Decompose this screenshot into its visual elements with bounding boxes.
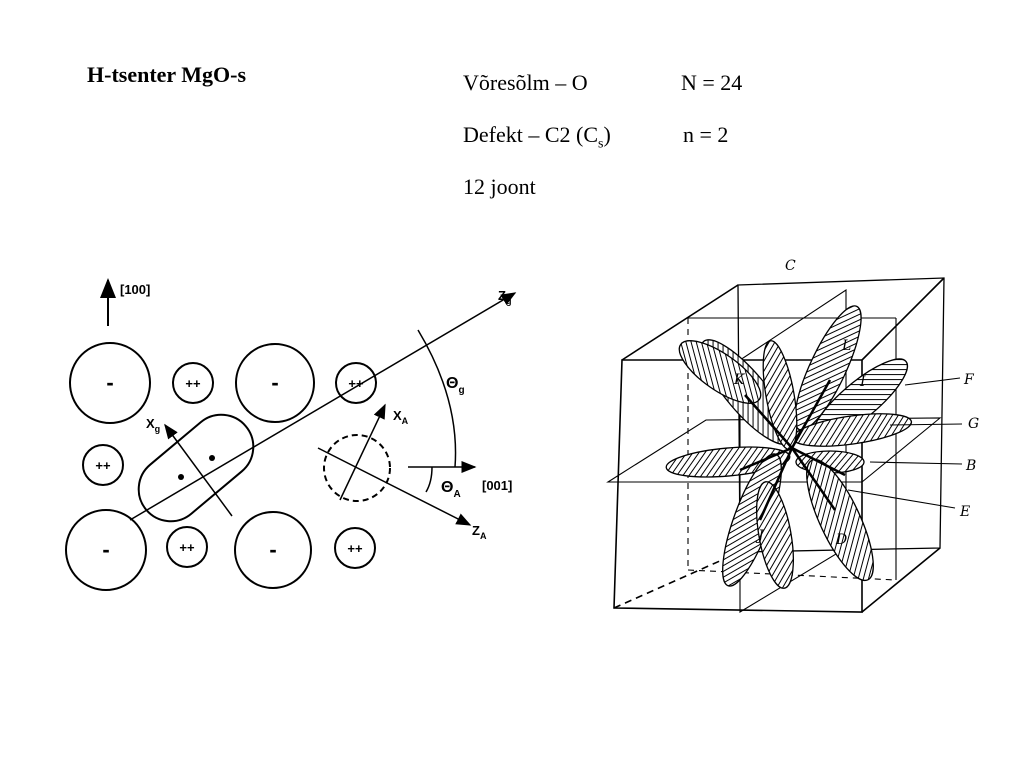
orbital-lobe: [678, 340, 762, 404]
lobe-label-c: C: [785, 258, 796, 274]
lattice-label: Võresõlm – O: [463, 70, 588, 95]
oxygen-ion: [65, 509, 147, 591]
magnesium-ion: [166, 526, 208, 568]
lobe-label-b: B: [965, 458, 976, 474]
lobe-label-e: E: [959, 504, 970, 520]
page-title: H-tsenter MgO-s: [87, 62, 247, 87]
lobe-label-l: L: [841, 338, 851, 354]
oxygen-ion: [235, 343, 315, 423]
plus-sign: ++: [179, 540, 195, 555]
vacancy-site: [323, 434, 391, 502]
oxygen-ion: [234, 511, 312, 589]
plus-sign: ++: [348, 376, 364, 391]
orbital-lobe: [794, 305, 862, 431]
plus-sign: ++: [347, 541, 363, 556]
bond-ray: [758, 447, 794, 521]
lines-count-line: 12 joont: [463, 174, 536, 200]
plus-sign: ++: [185, 376, 201, 391]
defect-line: Defekt – C2 (Cs) n = 2: [463, 122, 728, 152]
defect-subscript: s: [598, 136, 604, 152]
leader-line: [889, 423, 963, 426]
zg-label: Zg: [498, 288, 511, 306]
za-axis: [317, 447, 472, 526]
defect-count: n = 2: [683, 122, 729, 147]
za-label: ZA: [472, 523, 487, 541]
theta-g-arc: [417, 329, 457, 468]
lobe-label-g: G: [968, 416, 979, 432]
atom-dot: [178, 474, 184, 480]
direction-100-label: [100]: [120, 282, 150, 297]
leader-line: [847, 489, 956, 509]
leader-line: [904, 377, 961, 386]
lattice-line: Võresõlm – O N = 24: [463, 70, 742, 96]
bond-ray: [791, 446, 846, 477]
xg-axis: [164, 423, 233, 517]
xa-axis: [339, 403, 386, 501]
defect-label-end: ): [603, 122, 611, 147]
lobe-label-f: F: [963, 372, 975, 388]
plus-sign: ++: [95, 458, 111, 473]
lattice-count: N = 24: [681, 70, 743, 95]
lobe-label-k: K: [733, 372, 746, 388]
theta-a-label: ΘA: [441, 479, 461, 500]
xa-label: XA: [393, 408, 409, 426]
cube-edge: [861, 547, 941, 613]
defect-label: Defekt – C2 (C: [463, 122, 599, 147]
cube-edge: [861, 277, 945, 361]
theta-a-arc: [425, 466, 433, 493]
magnesium-ion: [172, 362, 214, 404]
magnesium-ion: [335, 362, 377, 404]
bond-ray: [744, 394, 793, 449]
bond-ray: [739, 446, 793, 472]
minus-sign: -: [106, 370, 113, 395]
theta-g-label: Θg: [446, 375, 465, 396]
lines-count: 12 joont: [463, 174, 536, 199]
lobe-label-j: J: [755, 528, 765, 544]
minus-sign: -: [102, 537, 109, 562]
direction-001-label: [001]: [482, 478, 512, 493]
cube-edge: [621, 284, 739, 361]
magnesium-ion: [334, 527, 376, 569]
lobe-label-i: I: [859, 374, 866, 390]
bond-ray: [790, 379, 832, 449]
oxygen-ion: [69, 342, 151, 424]
cube-edge: [613, 551, 741, 609]
xg-label: Xg: [146, 416, 160, 434]
minus-sign: -: [271, 370, 278, 395]
bond-ray: [790, 447, 837, 511]
lobe-label-d: D: [835, 532, 847, 548]
minus-sign: -: [269, 537, 276, 562]
magnesium-ion: [82, 444, 124, 486]
zg-axis: [129, 292, 517, 521]
orbital-lobe: [806, 458, 874, 582]
leader-line: [869, 461, 963, 465]
atom-dot: [209, 455, 215, 461]
